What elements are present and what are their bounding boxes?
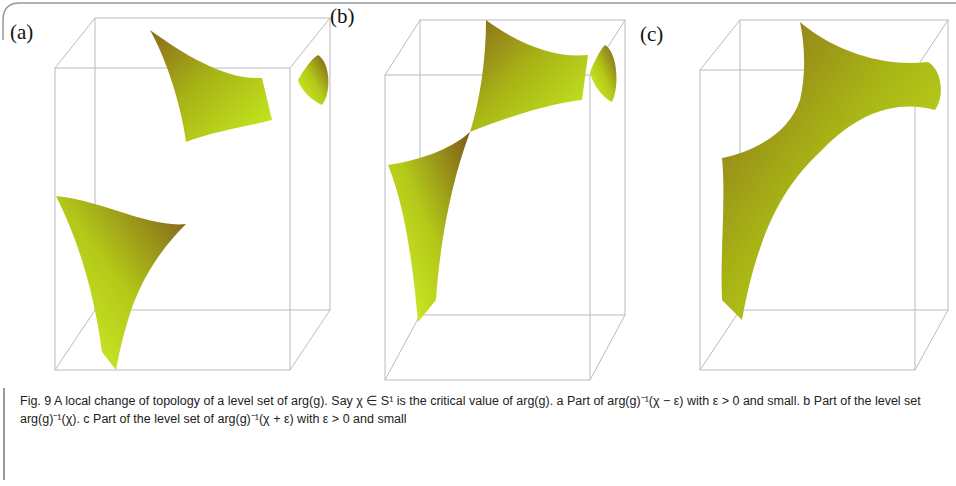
panel-label-b: (b) [330,4,355,29]
figure-caption: Fig. 9 A local change of topology of a l… [20,392,940,428]
panel-label-c: (c) [640,22,663,47]
panel-label-a: (a) [10,20,33,45]
